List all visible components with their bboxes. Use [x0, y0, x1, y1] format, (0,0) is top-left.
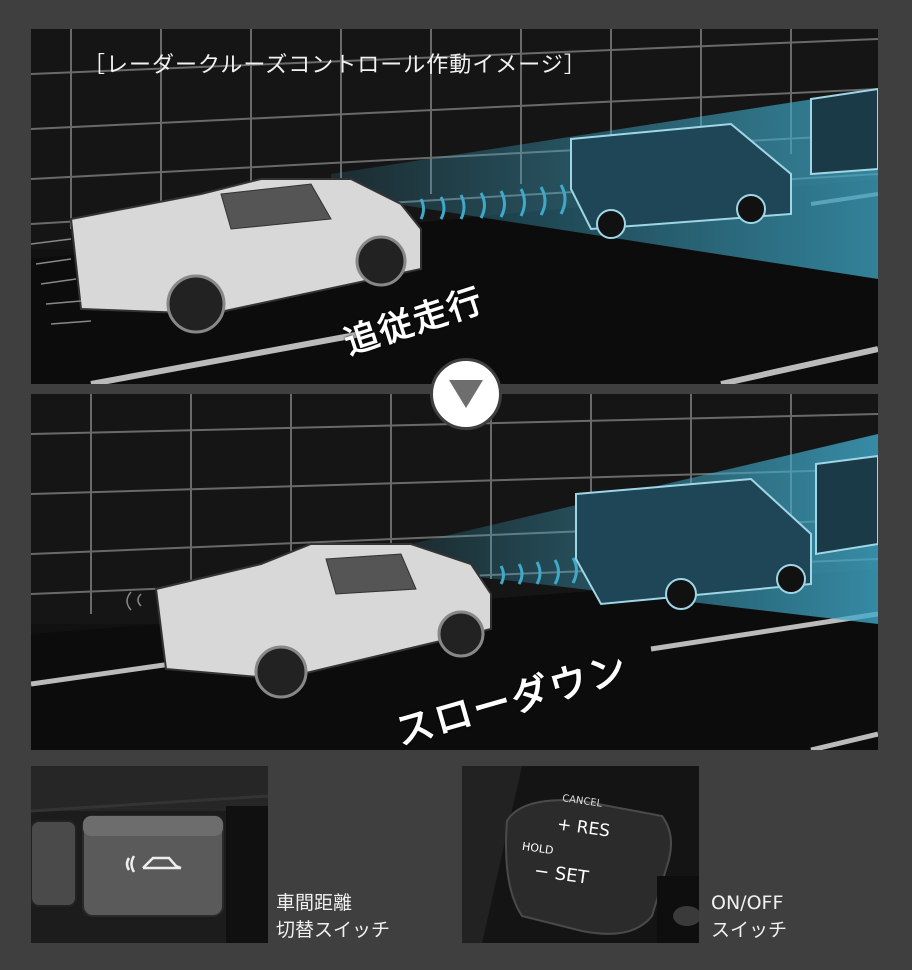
cruise-lever-photo: CANCEL + RES HOLD − SET: [462, 766, 699, 943]
distance-switch-caption: 車間距離 切替スイッチ: [276, 890, 390, 944]
lead-van: [570, 87, 878, 239]
distance-switch-photo: [31, 766, 268, 943]
cruise-lever-image: [462, 766, 699, 943]
down-triangle-icon: [449, 380, 483, 408]
transition-arrow: [430, 358, 502, 430]
lead-van: [575, 454, 878, 610]
follow-scene-panel: ［レーダークルーズコントロール作動イメージ］ 追従走行: [31, 29, 878, 384]
panel-title: ［レーダークルーズコントロール作動イメージ］: [83, 53, 587, 78]
onoff-switch-caption: ON/OFF スイッチ: [711, 890, 787, 944]
caption-line: スイッチ: [711, 919, 788, 941]
vehicle-distance-icon: [125, 855, 182, 873]
distance-switch-image: [31, 766, 268, 943]
pickup-truck: [31, 178, 422, 334]
caption-line: 車間距離: [276, 892, 353, 914]
radar-waves: [499, 557, 578, 585]
radar-waves: [419, 184, 567, 220]
slowdown-scene-panel: スローダウン: [31, 394, 878, 750]
caption-line: 切替スイッチ: [276, 919, 391, 941]
caption-line: ON/OFF: [711, 892, 784, 914]
pickup-truck: [126, 543, 492, 699]
slowdown-scene-illustration: [31, 394, 878, 750]
follow-scene-illustration: [31, 29, 878, 384]
